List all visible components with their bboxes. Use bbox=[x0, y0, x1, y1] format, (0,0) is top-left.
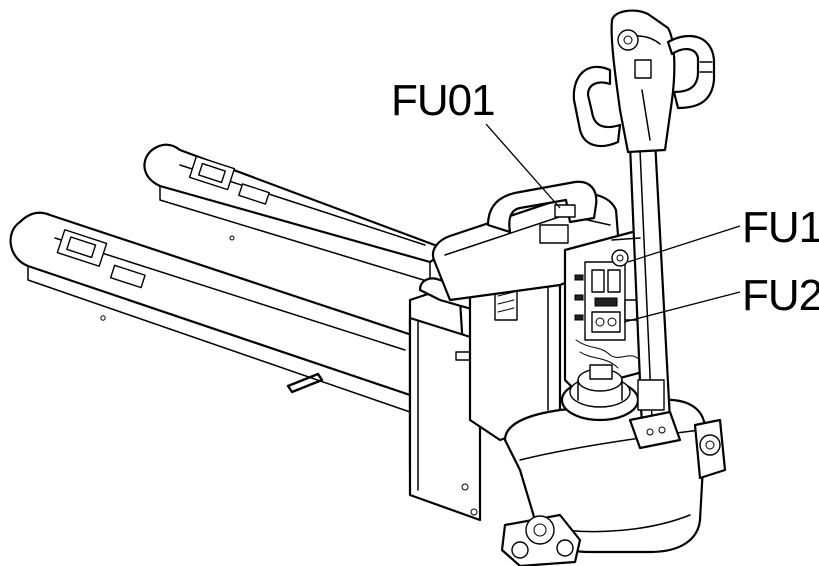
tiller-handle bbox=[572, 9, 716, 154]
callout-fu01-leader bbox=[485, 123, 561, 209]
rear-fork bbox=[143, 143, 450, 283]
callout-fu1-label: FU1 bbox=[742, 203, 819, 252]
callout-fu1: FU1 bbox=[627, 203, 819, 263]
callout-fu01-label: FU01 bbox=[391, 76, 495, 125]
tiller-arm bbox=[611, 138, 682, 450]
callout-fu2-label: FU2 bbox=[742, 271, 819, 320]
caster-wheel bbox=[500, 513, 582, 566]
front-fork bbox=[9, 211, 414, 413]
callout-fu2-leader bbox=[623, 291, 741, 323]
electrical-panel bbox=[563, 228, 652, 392]
callout-fu01: FU01 bbox=[391, 76, 561, 209]
callout-fu2: FU2 bbox=[623, 271, 819, 323]
callout-fu1-leader bbox=[627, 225, 741, 263]
